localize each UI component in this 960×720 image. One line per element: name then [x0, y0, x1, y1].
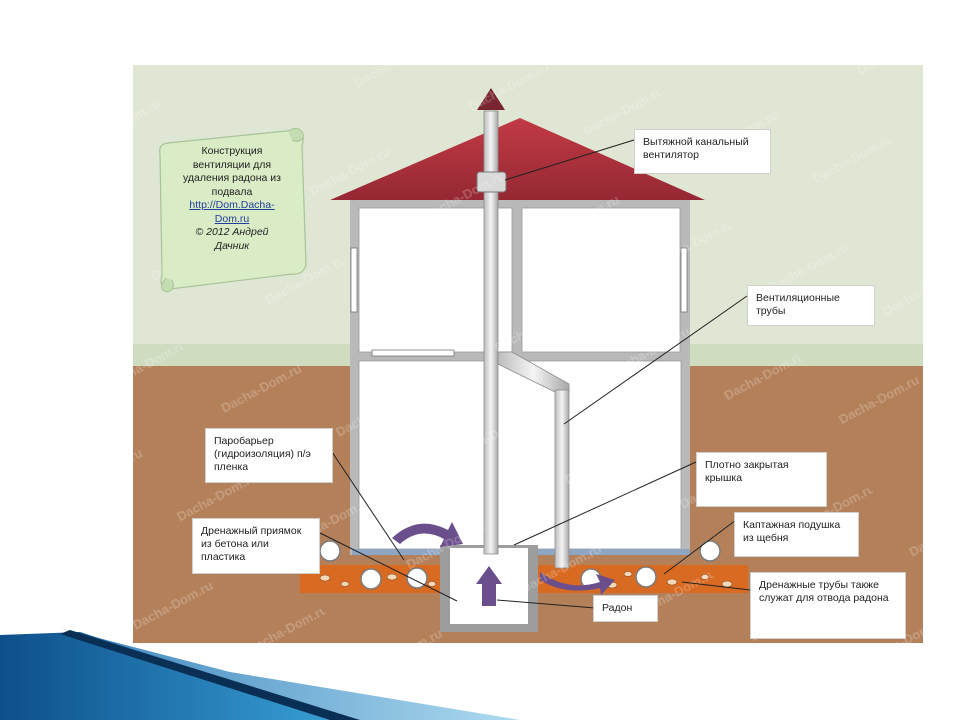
scroll-caption: Конструкция вентиляции для удаления радо…: [172, 145, 292, 253]
scroll-title-line: удаления радона из: [183, 172, 281, 184]
callout-drain-sump: Дренажный приямок из бетона или пластика: [192, 518, 320, 574]
scroll-author: Дачник: [214, 239, 250, 252]
scroll-curl-top: [287, 127, 305, 142]
scroll-author: © 2012 Андрей: [195, 226, 269, 238]
callout-exhaust-fan: Вытяжной канальный вентилятор: [634, 129, 771, 174]
scroll-link[interactable]: Dom.ru: [214, 212, 250, 225]
scroll-title-line: вентиляции для: [192, 158, 272, 171]
callout-tight-lid: Плотно закрытая крышка: [696, 452, 827, 507]
slide-decor-ribbon-edge: [60, 630, 360, 720]
scroll-title-line: подвала: [211, 185, 253, 198]
scroll-curl-bottom: [161, 277, 174, 293]
callout-vent-pipes: Вентиляционные трубы: [747, 285, 875, 326]
callout-radon: Радон: [593, 595, 658, 622]
callout-drain-pipes: Дренажные трубы также служат для отвода …: [750, 572, 906, 639]
scroll-title-line: Конструкция: [201, 145, 263, 157]
scroll-link[interactable]: http://Dom.Dacha-: [189, 199, 275, 211]
leader-lines: [319, 139, 751, 609]
callout-vapor-barrier: Паробарьер (гидроизоляция) п/э пленка: [205, 428, 333, 483]
callout-gravel-cushion: Каптажная подушка из щебня: [734, 512, 859, 557]
